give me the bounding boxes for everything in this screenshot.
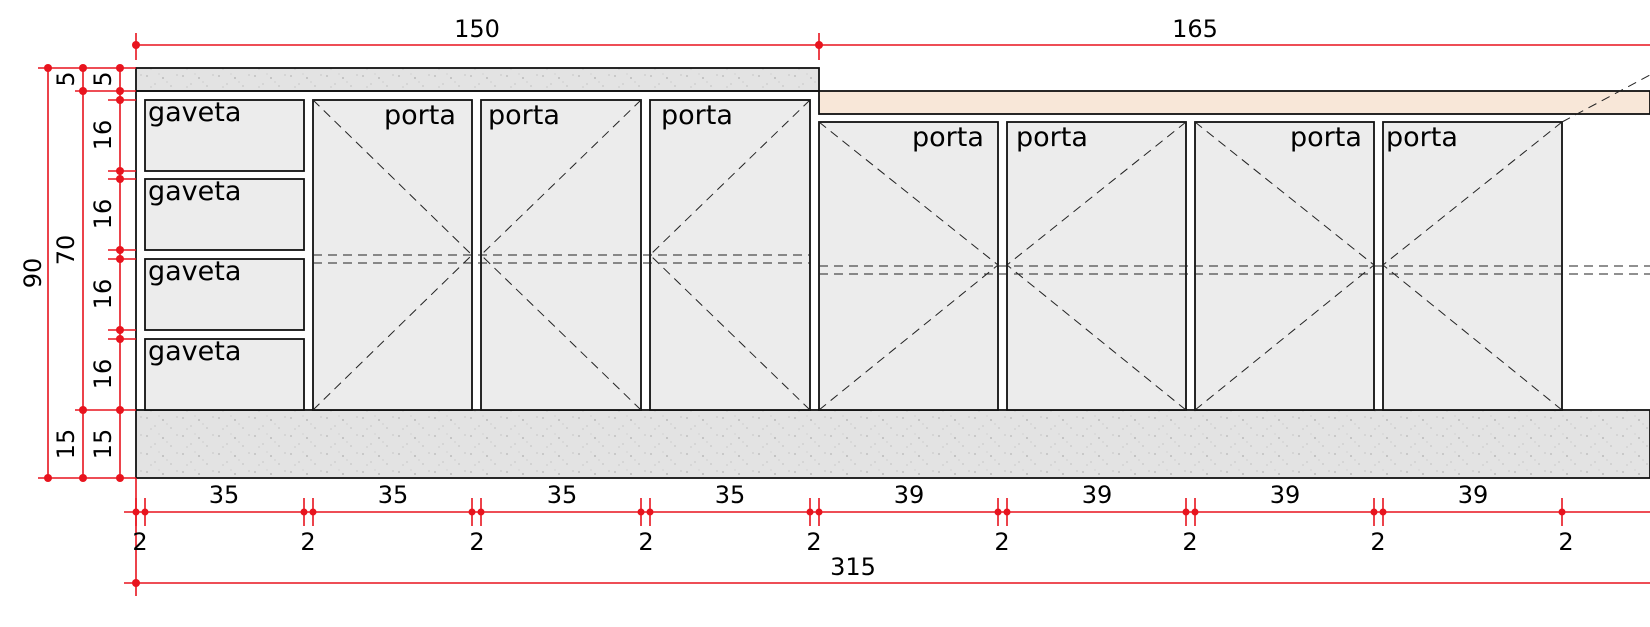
drawer-3 (144, 258, 305, 331)
top-dim-right: 165 (1172, 15, 1218, 43)
dim-base-outer: 15 (52, 429, 80, 460)
dim-drawer-4: 16 (89, 359, 117, 390)
dim-top-inner: 5 (89, 71, 117, 86)
width-label-4: 35 (715, 481, 746, 509)
dim-base-inner: 15 (89, 429, 117, 460)
gap-label-6: 2 (994, 528, 1009, 556)
width-label-7: 39 (1270, 481, 1301, 509)
drawer-3-label: gaveta (148, 256, 241, 287)
dim-top-outer: 5 (52, 71, 80, 86)
drawer-1 (144, 99, 305, 172)
width-label-3: 35 (547, 481, 578, 509)
door-1-label: porta (384, 100, 456, 131)
backsplash-right (818, 90, 1650, 115)
gap-label-1: 2 (132, 528, 147, 556)
door-3-label: porta (661, 100, 733, 131)
gap-label-3: 2 (469, 528, 484, 556)
gap-ticks (132, 498, 1566, 526)
dim-drawer-2: 16 (89, 199, 117, 230)
door-2-label: porta (488, 100, 560, 131)
width-label-6: 39 (1082, 481, 1113, 509)
base-plinth (135, 409, 1650, 479)
gap-label-2: 2 (300, 528, 315, 556)
drawer-4 (144, 338, 305, 411)
door-5-label: porta (1016, 122, 1088, 153)
gap-label-5: 2 (806, 528, 821, 556)
dim-drawer-1: 16 (89, 120, 117, 151)
drawer-4-label: gaveta (148, 336, 241, 367)
doors-right-block: porta porta porta porta (818, 74, 1650, 411)
drawer-2-label: gaveta (148, 176, 241, 207)
drawer-column: gaveta gaveta gaveta gaveta (144, 97, 305, 411)
countertop-left (135, 67, 820, 92)
drawer-1-label: gaveta (148, 97, 241, 128)
top-dim-left: 150 (454, 15, 500, 43)
gap-label-4: 2 (638, 528, 653, 556)
gap-label-8: 2 (1370, 528, 1385, 556)
bottom-dimensions: 315 35 35 35 35 39 39 (124, 478, 1650, 596)
door-4 (818, 121, 999, 411)
top-dimension: 150 165 (132, 15, 1650, 60)
dim-body-height: 70 (52, 235, 80, 266)
dim-drawer-3: 16 (89, 279, 117, 310)
left-dimensions: 90 5 70 15 5 16 16 16 16 15 (19, 64, 136, 482)
gap-label-9: 2 (1558, 528, 1573, 556)
gap-label-7: 2 (1182, 528, 1197, 556)
width-label-1: 35 (209, 481, 240, 509)
gap-labels: 2 2 2 2 2 2 2 2 2 (132, 528, 1573, 556)
dim-total-height: 90 (19, 258, 47, 289)
width-labels: 35 35 35 35 39 39 39 39 (209, 481, 1489, 509)
width-label-8: 39 (1458, 481, 1489, 509)
drawer-2 (144, 178, 305, 251)
width-label-2: 35 (378, 481, 409, 509)
door-4-label: porta (912, 122, 984, 153)
width-label-5: 39 (894, 481, 925, 509)
door-6-label: porta (1290, 122, 1362, 153)
doors-left-block: porta porta porta (312, 99, 811, 411)
dim-total-width: 315 (830, 553, 876, 581)
door-7-label: porta (1386, 122, 1458, 153)
